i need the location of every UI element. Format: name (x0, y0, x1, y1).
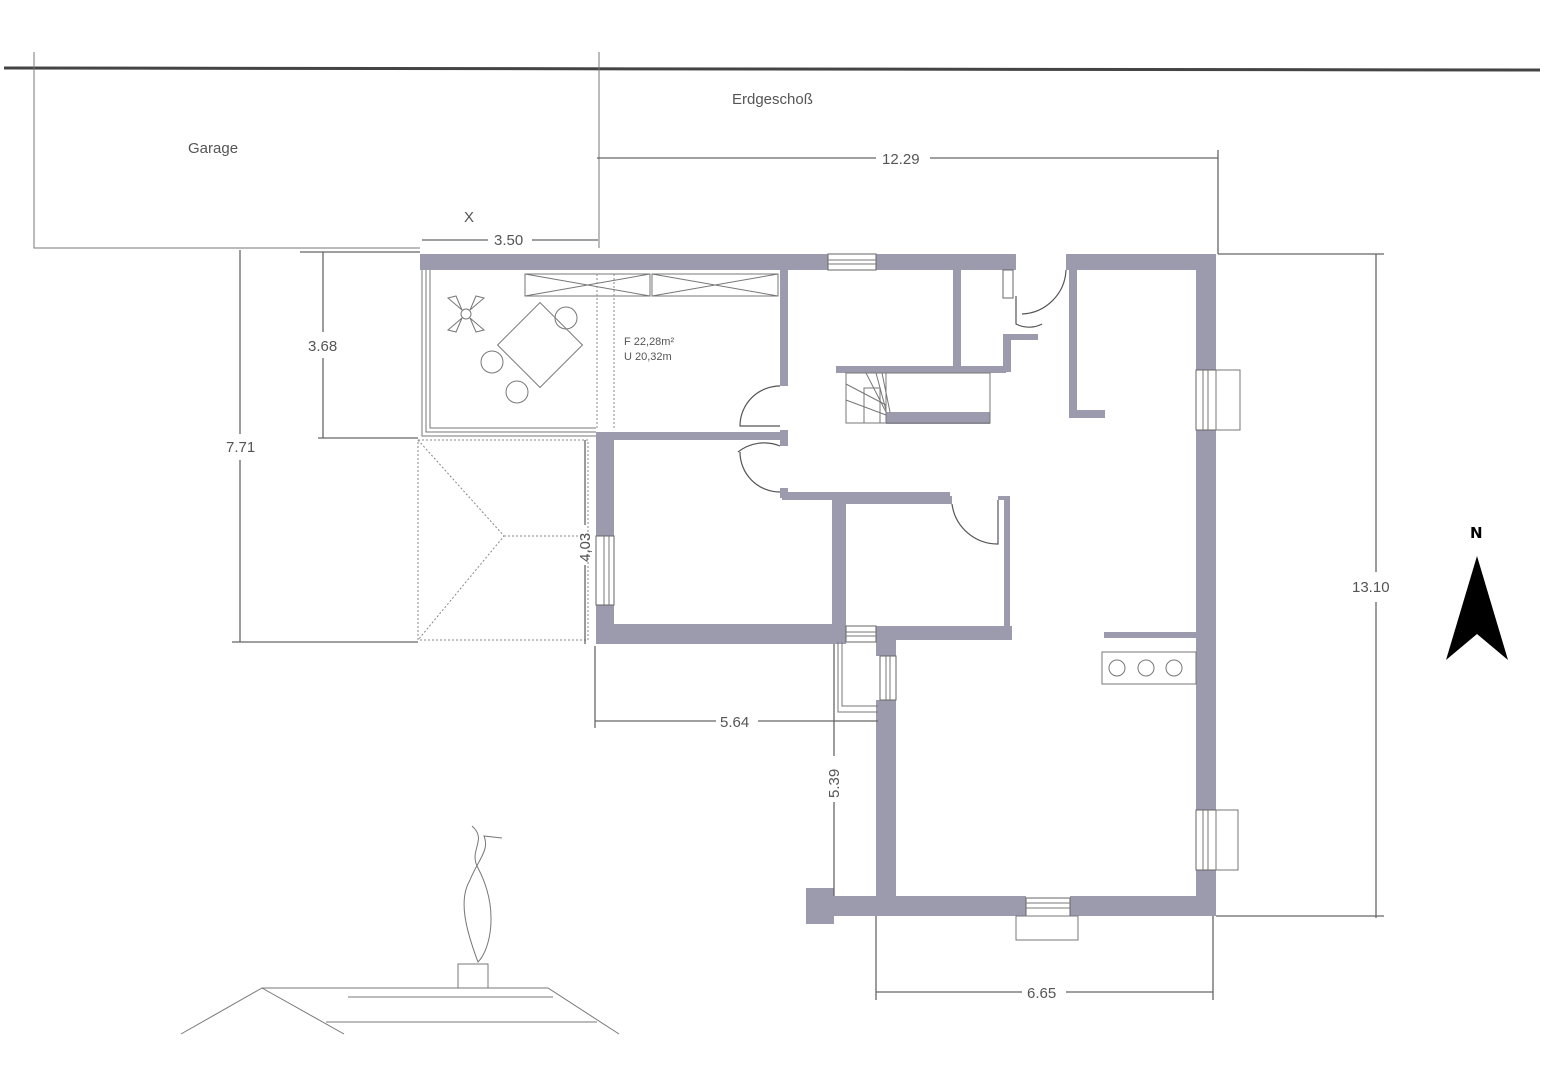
sculpture-sketch (180, 825, 620, 1035)
dim-room-depth: 3.68 (308, 338, 337, 355)
doors (737, 269, 1067, 545)
terrace (417, 439, 589, 641)
garage (33, 52, 600, 249)
north-arrow-icon (1446, 556, 1508, 660)
north-arrow: N (1446, 524, 1508, 660)
office-furniture (446, 273, 779, 430)
floor-title: Erdgeschoß (732, 91, 813, 108)
staircase (845, 372, 991, 424)
north-label: N (1470, 524, 1483, 542)
location-marker: X (464, 209, 474, 226)
dim-top-total: 12.29 (882, 151, 920, 168)
dim-right-total: 13.10 (1352, 579, 1390, 596)
entrance-step (841, 642, 878, 707)
dim-lower-depth: 5.39 (826, 769, 843, 798)
walls (420, 254, 1216, 924)
dim-room-width: 3.50 (494, 232, 523, 249)
property-boundary-line (3, 66, 1541, 72)
dim-middle-width: 5.64 (720, 714, 749, 731)
plant-icon (446, 295, 486, 333)
dimension-lines (232, 150, 1384, 1000)
garage-label: Garage (188, 140, 238, 157)
windows (595, 253, 1241, 941)
dim-terrace-depth: 4,03 (577, 533, 594, 562)
dim-bottom-width: 6.65 (1027, 985, 1056, 1002)
dim-left-total: 7.71 (226, 439, 255, 456)
stove (1101, 651, 1197, 685)
room-perimeter-label: U 20,32m (624, 351, 672, 363)
room-area-label: F 22,28m² (624, 336, 674, 348)
office-glass-wall (421, 270, 596, 437)
